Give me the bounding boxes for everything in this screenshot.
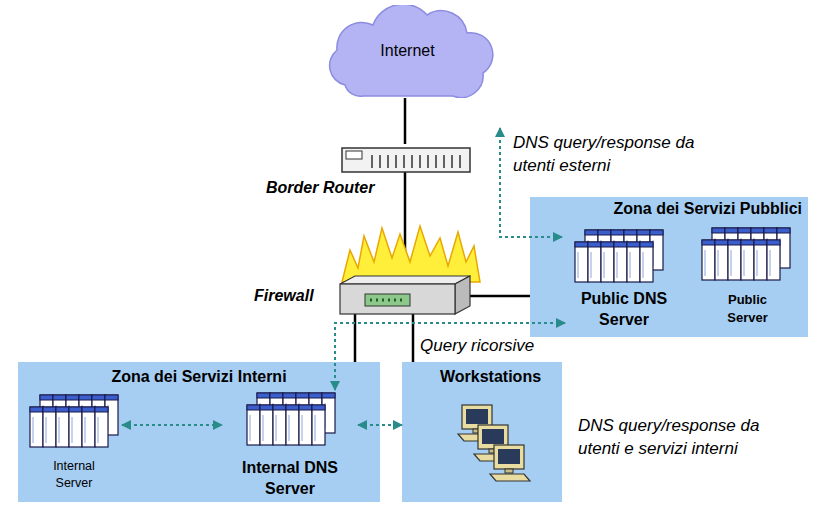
network-link [404,198,407,222]
node-label: Public Server [710,291,785,327]
node-label: Firewall [254,286,340,306]
server-node: Internal Server [25,392,122,500]
zone-band: Public DNS Server Public Server Zona dei S… [530,197,808,337]
node-label: Border Router [266,178,416,198]
dns-flow-arrow [358,424,402,426]
server-node: Public Server [695,228,800,334]
network-link [412,318,415,362]
network-link [404,98,407,144]
server-icon [30,228,790,447]
zone-title: Workstations [440,367,560,387]
edge-label: Query ricorsive [420,334,580,357]
annotation: DNS query/response da utenti e servizi i… [578,414,768,460]
zone-band: Workstations [402,362,562,502]
firewall-icon [340,226,480,314]
node-label: Internal DNS Server [222,457,358,499]
node-label: Internet [315,41,500,61]
zone-title: Zona dei Servizi Interni [18,367,380,387]
firewall-node: Firewall [250,222,482,318]
zone-band: Internal Server Internal DNS Server Zona d… [18,362,380,502]
dns-flow-arrow [335,323,565,390]
dns-flow-arrow [122,424,222,426]
wire [355,172,482,318]
network-link [354,318,357,362]
node-label: Internal Server [39,458,109,492]
workstation-icon [458,405,530,481]
cloud-node: Internet [315,5,500,98]
router-icon [342,148,470,172]
router-node: Border Router [262,144,474,198]
annotation: DNS query/response da utenti esterni [513,131,728,177]
server-node: Internal DNS Server [222,390,358,500]
zone-title: Zona dei Servizi Pubblici [530,199,802,219]
network-link [482,295,530,298]
node-label: Public DNS Server [565,288,683,330]
server-node: Public DNS Server [565,228,683,334]
